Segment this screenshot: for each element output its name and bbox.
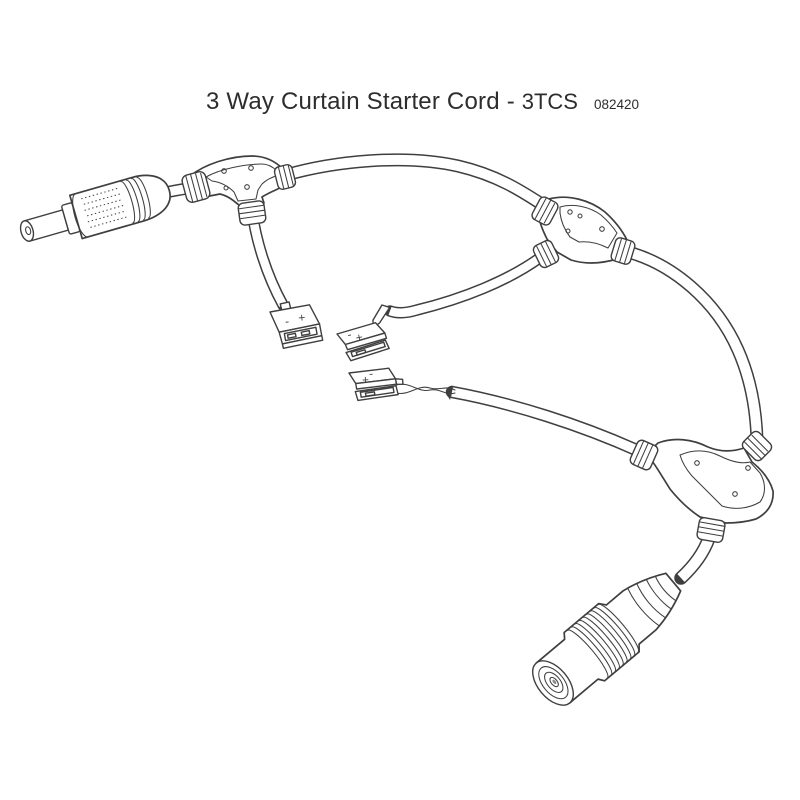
screw-icon (694, 460, 700, 466)
screw-icon (732, 491, 738, 497)
twisted-wires (395, 383, 456, 395)
screw-icon (599, 226, 605, 232)
strain-relief (273, 164, 297, 190)
jack-face (532, 660, 574, 706)
screw-icon (248, 165, 254, 171)
product-sku: 082420 (594, 97, 640, 112)
strain-relief (237, 200, 267, 226)
screw-icon (565, 228, 571, 234)
strain-relief (531, 196, 559, 226)
strain-relief (696, 517, 726, 543)
product-title: 3 Way Curtain Starter Cord (206, 88, 500, 115)
polarity-minus-label: - (284, 314, 289, 328)
dc-jack-female (532, 572, 682, 706)
strain-relief (741, 430, 773, 462)
clip-connector-2: - + (336, 304, 391, 362)
clip-connector-3: - + (348, 366, 404, 402)
cable-splitter2-to-clip2 (384, 251, 547, 319)
polarity-plus-label: + (298, 310, 306, 325)
product-model: 3TCS (521, 89, 578, 114)
clip-boot (372, 304, 391, 328)
strain-relief (610, 237, 636, 265)
strain-relief (629, 439, 659, 471)
page-title: 3 Way Curtain Starter Cord - 3TCS 082420 (206, 88, 639, 116)
screw-icon (223, 185, 229, 191)
plug-tip-face (19, 220, 35, 242)
polarity-minus-label: - (346, 327, 353, 342)
splitter-1 (181, 155, 297, 226)
screw-icon (745, 465, 751, 471)
dc-plug-male (19, 174, 172, 242)
splitter-2 (531, 196, 636, 269)
splitter-3 (629, 430, 774, 543)
title-separator: - (506, 88, 515, 115)
screw-icon (567, 209, 573, 215)
screw-icon (244, 184, 250, 190)
screw-icon (221, 168, 227, 174)
clip-connector-1: - + (269, 301, 324, 350)
polarity-minus-label: - (369, 366, 374, 380)
cables (150, 153, 764, 585)
strain-relief (532, 239, 560, 269)
polarity-plus-label: + (354, 330, 364, 345)
polarity-plus-label: + (362, 373, 370, 387)
strain-relief (181, 171, 211, 203)
screw-icon (577, 213, 583, 219)
